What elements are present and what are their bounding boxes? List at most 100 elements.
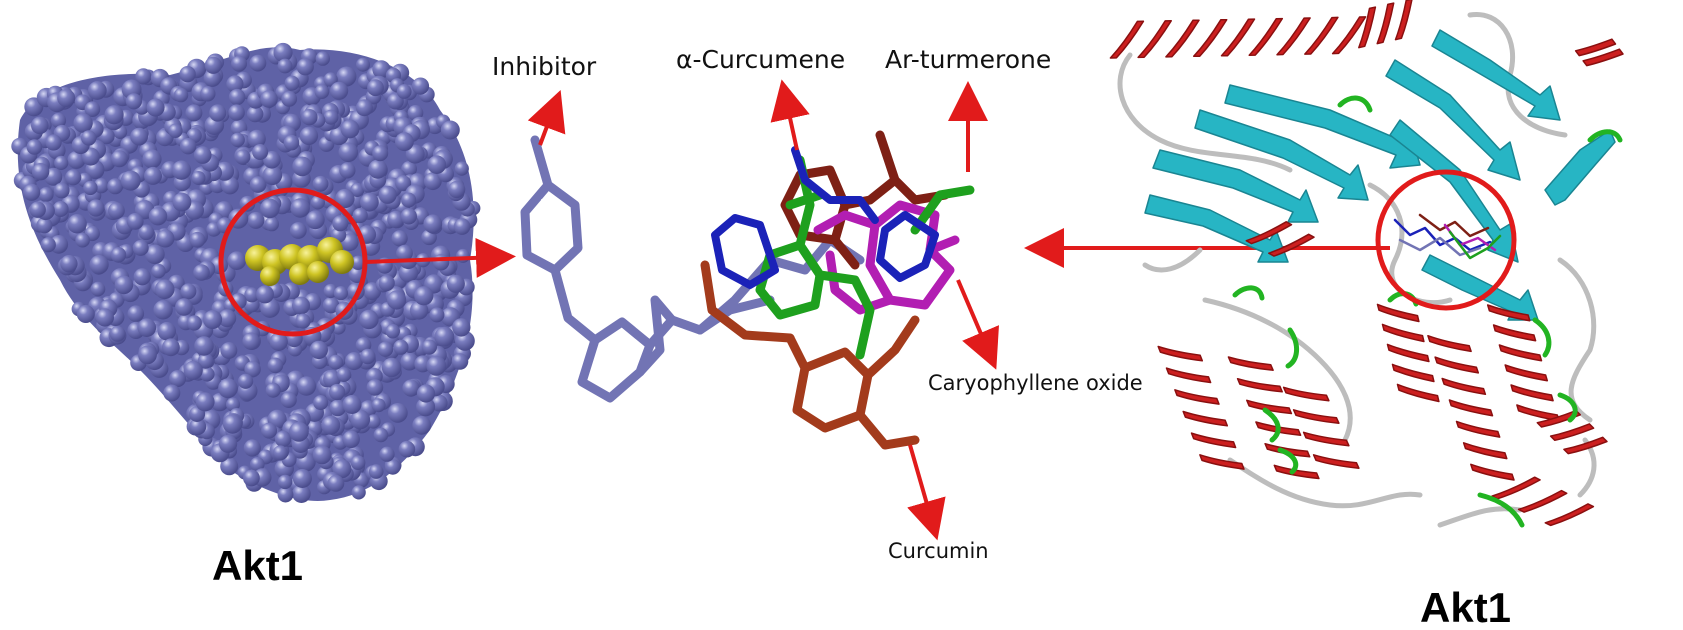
helix-turn xyxy=(1491,476,1541,500)
protein-surface-model xyxy=(11,42,481,504)
helix-turn xyxy=(1276,17,1311,56)
atom-sphere xyxy=(169,370,187,388)
helix-turn xyxy=(1165,367,1212,384)
atom-sphere xyxy=(456,248,470,263)
atom-sphere xyxy=(179,138,197,155)
ligand-alpha-curcumene-structure xyxy=(755,155,975,360)
atom-sphere xyxy=(26,139,43,155)
helix-turn xyxy=(1137,20,1172,59)
atom-sphere xyxy=(273,42,293,63)
atom-sphere xyxy=(226,397,240,412)
arrow-surface-to-ligands xyxy=(364,237,516,278)
atom-sphere xyxy=(398,440,416,458)
atom-sphere xyxy=(401,192,417,208)
atom-sphere xyxy=(95,308,114,327)
helix-turn xyxy=(1331,16,1367,55)
atom-sphere xyxy=(333,286,348,301)
atom-sphere xyxy=(289,421,309,442)
atom-sphere xyxy=(416,397,436,417)
ligand-curcumin-structure xyxy=(700,260,920,450)
atom-sphere xyxy=(199,366,215,382)
atom-sphere xyxy=(339,162,356,179)
atom-sphere xyxy=(120,170,141,191)
atom-sphere xyxy=(29,201,46,218)
atom-sphere xyxy=(335,188,355,209)
atom-sphere xyxy=(262,165,283,186)
atom-sphere xyxy=(260,90,278,108)
atom-sphere xyxy=(315,51,330,66)
atom-sphere xyxy=(260,198,280,219)
ribbon-alpha-helices xyxy=(1109,0,1624,527)
atom-sphere xyxy=(226,75,244,93)
ligand-pointer-arrows xyxy=(527,79,999,541)
atom-sphere xyxy=(157,322,176,341)
atom-sphere xyxy=(421,339,437,355)
helix-turn xyxy=(1492,324,1537,342)
atom-sphere xyxy=(264,216,279,232)
atom-sphere xyxy=(218,309,237,328)
atom-sphere xyxy=(186,315,202,331)
atom-sphere xyxy=(137,318,157,338)
atom-sphere xyxy=(274,430,292,448)
atom-sphere xyxy=(75,232,90,248)
helix-turn xyxy=(1246,399,1293,415)
atom-sphere xyxy=(221,176,239,195)
helix-turn xyxy=(1376,303,1420,323)
atom-sphere xyxy=(263,151,281,169)
atom-sphere xyxy=(400,208,417,225)
atom-sphere xyxy=(231,55,247,72)
atom-sphere xyxy=(292,469,312,488)
atom-sphere xyxy=(340,119,360,139)
atom-sphere xyxy=(90,281,106,297)
atom-sphere xyxy=(189,231,206,248)
helix-turn xyxy=(1157,345,1204,362)
atom-sphere xyxy=(261,422,278,439)
helix-turn xyxy=(1227,356,1274,371)
helix-turn xyxy=(1268,233,1315,257)
helix-turn xyxy=(1109,20,1145,59)
atom-sphere xyxy=(277,486,294,503)
atom-sphere xyxy=(321,415,341,435)
helix-turn xyxy=(1282,386,1330,402)
atom-sphere xyxy=(110,247,127,263)
atom-sphere xyxy=(81,130,97,146)
curcumin-aromatic-dash xyxy=(807,365,858,419)
helix-turn xyxy=(1574,38,1617,57)
label-ar-turmerone: Ar-turmerone xyxy=(885,45,1051,74)
atom-sphere xyxy=(351,485,366,500)
helix-turn xyxy=(1220,18,1256,57)
atom-sphere xyxy=(242,332,260,350)
atom-sphere xyxy=(387,210,405,229)
atom-sphere xyxy=(133,268,151,286)
helix-turn xyxy=(1376,2,1395,45)
helix-turn xyxy=(1504,364,1549,382)
atom-sphere xyxy=(53,182,70,199)
atom-sphere xyxy=(289,222,307,239)
label-alpha-curcumene: α-Curcumene xyxy=(676,45,845,74)
atom-sphere xyxy=(230,132,245,148)
helix-turn xyxy=(1549,423,1595,442)
ribbon-beta-sheets xyxy=(1144,29,1616,321)
atom-sphere xyxy=(371,398,386,413)
atom-sphere xyxy=(312,175,329,192)
atom-sphere xyxy=(110,150,128,168)
atom-sphere xyxy=(235,149,251,165)
atom-sphere xyxy=(219,434,238,453)
atom-sphere xyxy=(395,132,414,152)
helix-turn xyxy=(1182,410,1229,427)
atom-sphere xyxy=(412,415,432,435)
atom-sphere xyxy=(203,69,222,87)
atom-sphere xyxy=(84,101,101,117)
helix-turn xyxy=(1165,19,1200,58)
atom-sphere xyxy=(301,109,318,126)
inhibitor-aromatic-dash xyxy=(532,199,564,256)
atom-sphere xyxy=(329,383,346,401)
atom-sphere xyxy=(416,384,436,403)
atom-sphere xyxy=(322,297,340,314)
atom-sphere xyxy=(367,79,384,97)
atom-sphere xyxy=(368,159,388,179)
atom-sphere xyxy=(387,290,407,310)
atom-sphere xyxy=(329,399,347,417)
atom-sphere xyxy=(356,57,370,72)
helix-turn xyxy=(1381,323,1425,343)
